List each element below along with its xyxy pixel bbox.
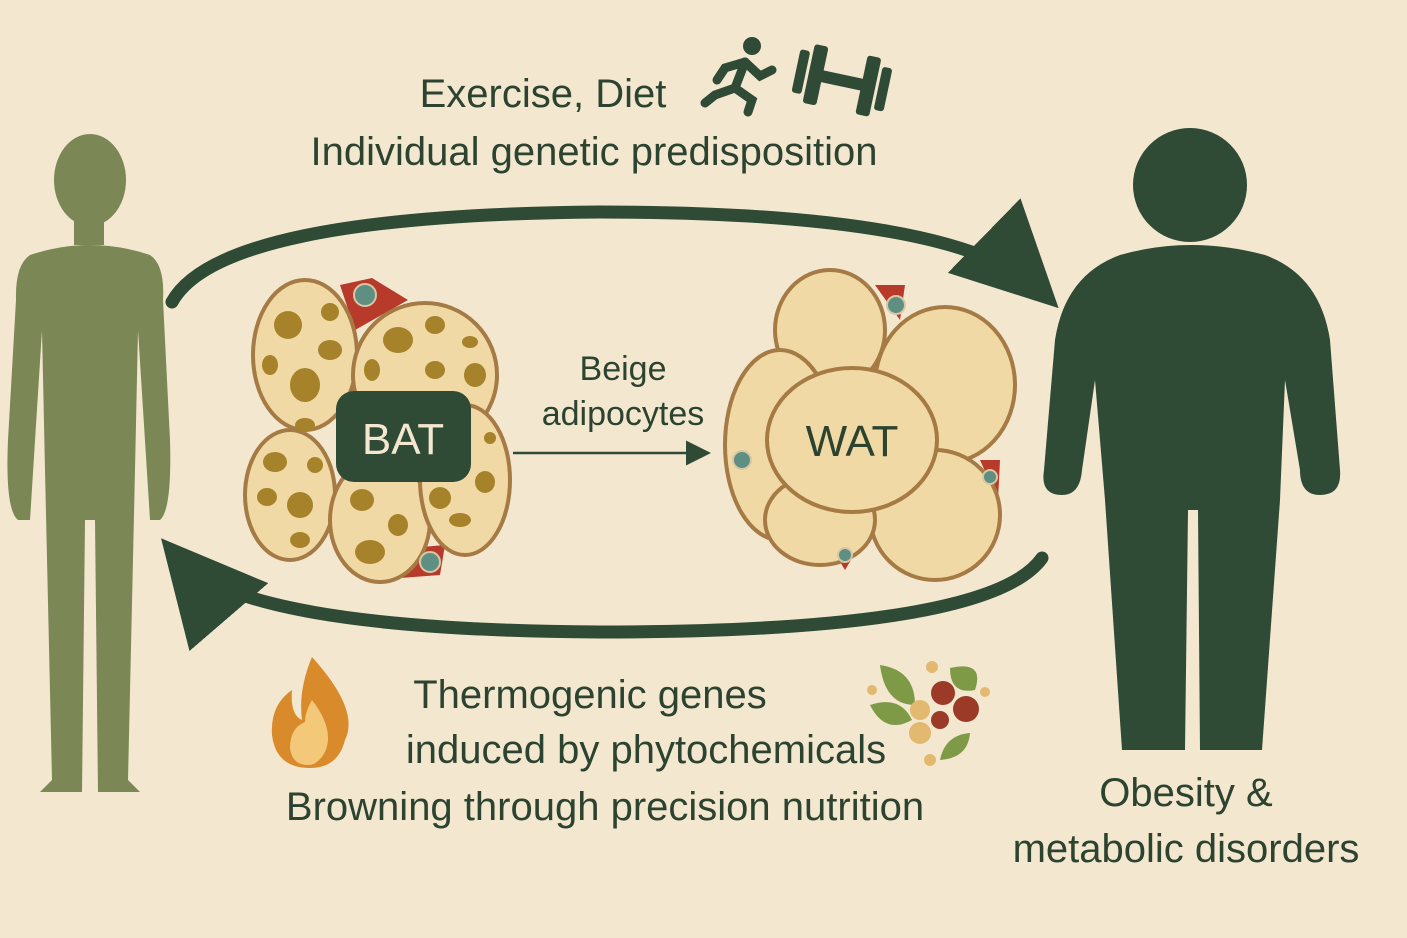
adipocytes-label: adipocytes (542, 395, 705, 433)
obese-person-silhouette (1043, 128, 1341, 750)
phytochemicals-label: induced by phytochemicals (406, 728, 886, 772)
beige-label: Beige (580, 350, 667, 388)
thermogenic-genes-label: Thermogenic genes (413, 673, 767, 717)
precision-nutrition-label: Browning through precision nutrition (286, 785, 924, 829)
lean-person-silhouette (7, 134, 171, 792)
bat-label: BAT (362, 415, 444, 464)
running-person-icon (700, 37, 777, 117)
metabolic-disorders-label: metabolic disorders (1013, 827, 1360, 871)
phytochemicals-icon (867, 661, 990, 766)
top-cycle-arrow (165, 198, 1059, 309)
dumbbell-icon (791, 44, 892, 117)
obesity-label: Obesity & (1099, 771, 1273, 815)
bottom-cycle-arrow (161, 538, 1049, 652)
wat-cell-cluster (723, 268, 1017, 582)
genetic-predisposition-label: Individual genetic predisposition (310, 130, 877, 174)
bat-label-box: BAT (336, 391, 471, 482)
lipid-droplets (257, 303, 496, 564)
exercise-diet-label: Exercise, Diet (420, 72, 667, 116)
flame-icon (271, 657, 349, 768)
wat-label: WAT (806, 417, 899, 466)
